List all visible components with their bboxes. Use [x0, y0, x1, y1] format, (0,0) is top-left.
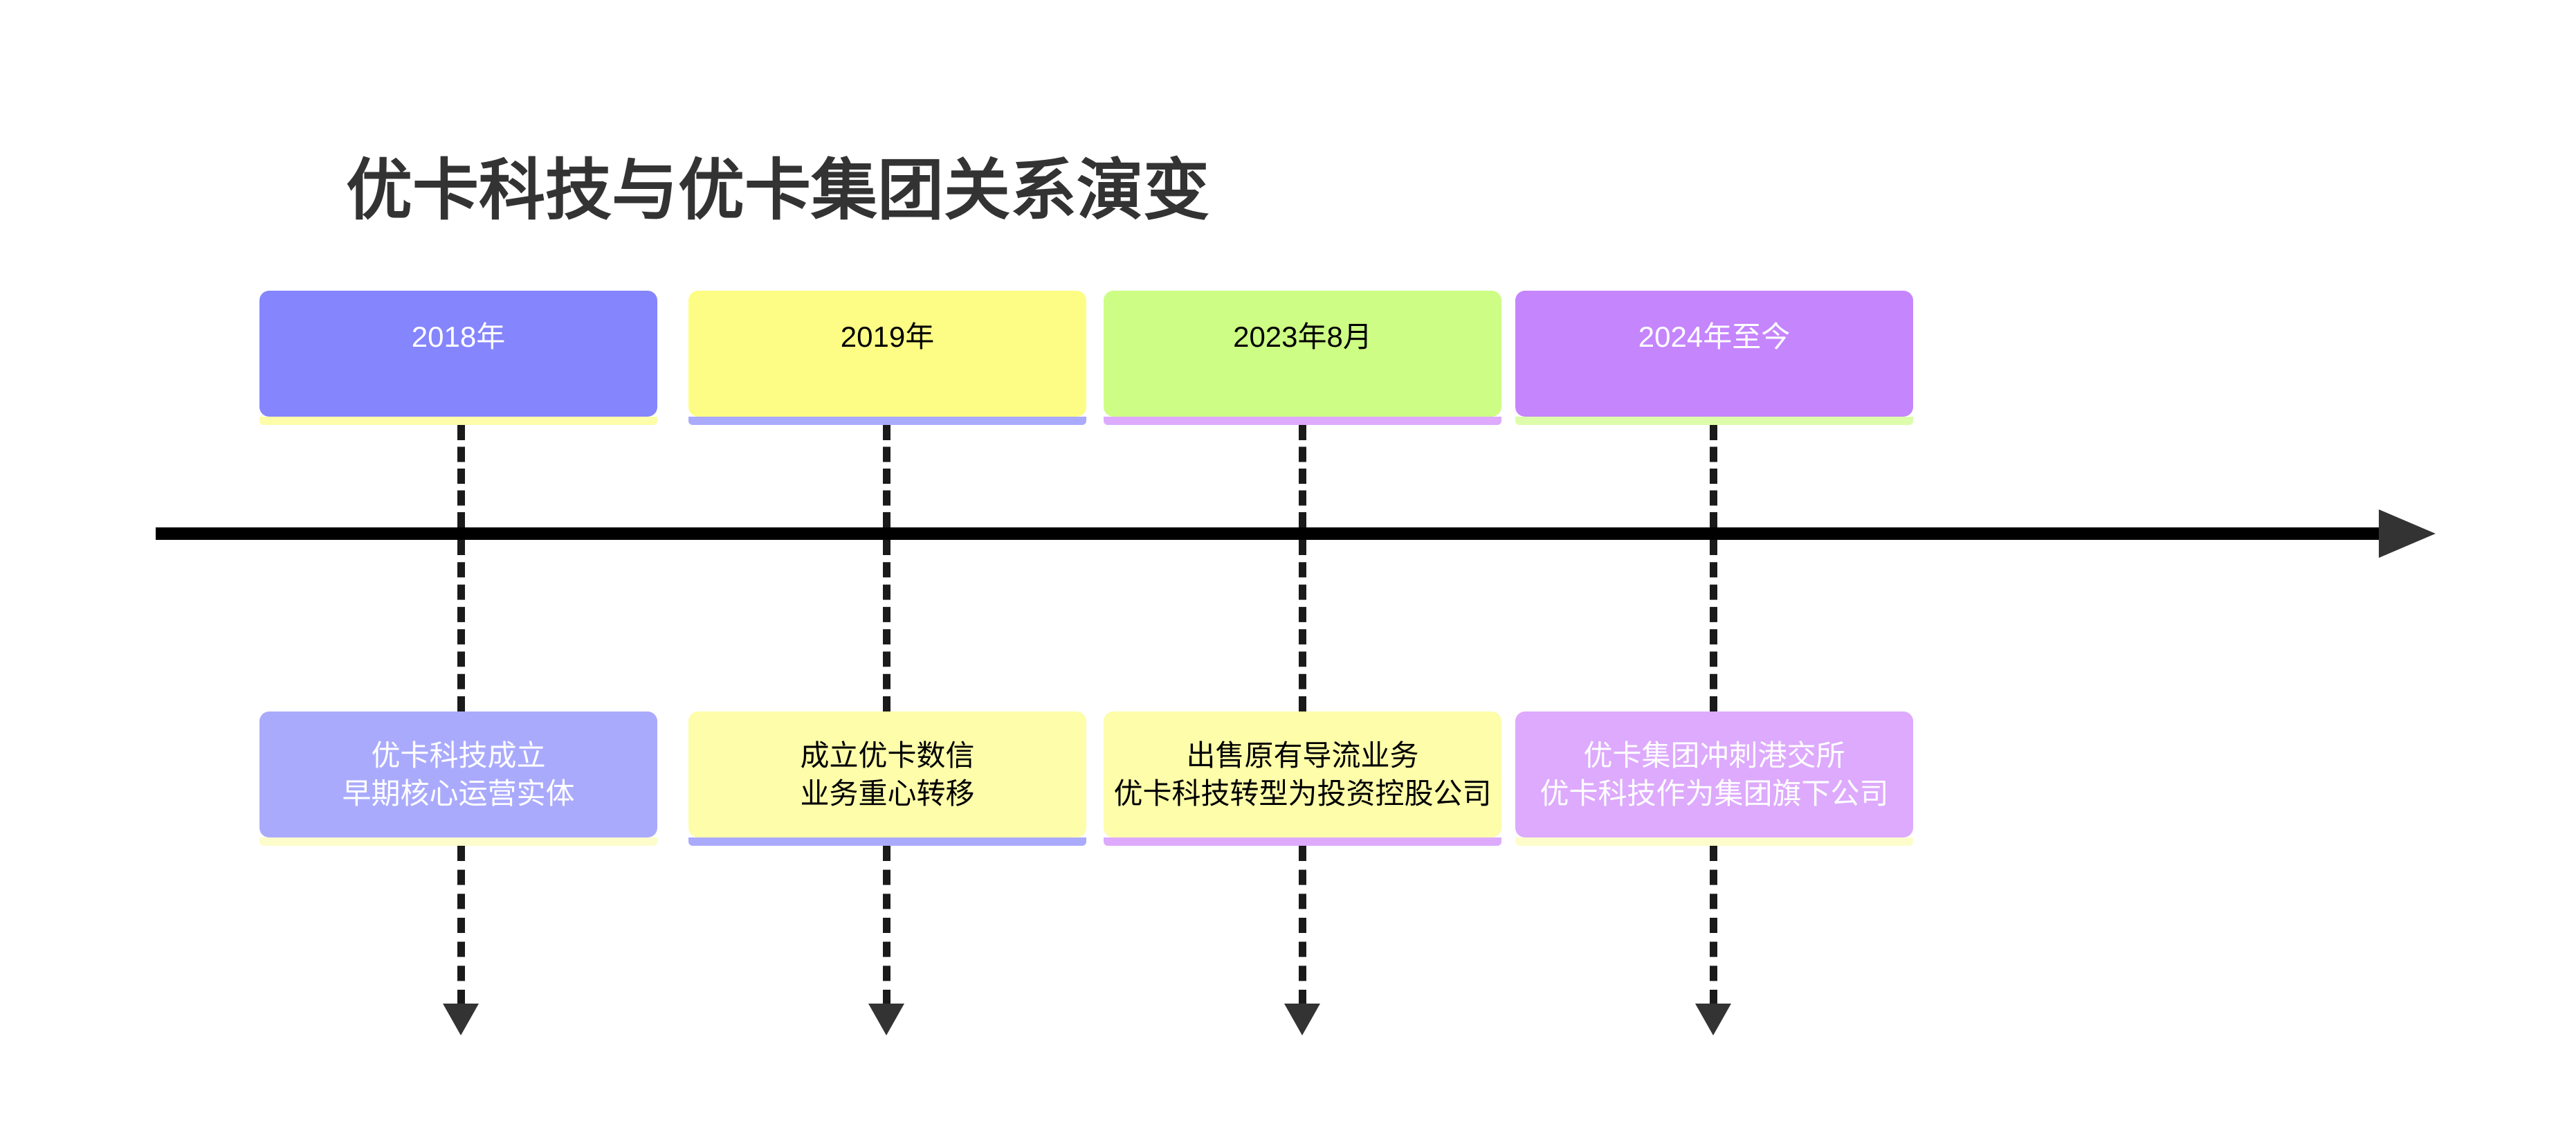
connector-1-arrow-icon	[443, 1004, 479, 1035]
desc-card-3-line-1: 出售原有导流业务	[1186, 738, 1419, 772]
date-card-2-shadow	[688, 417, 1086, 425]
connector-1-top	[457, 425, 465, 527]
connector-4-arrow-icon	[1695, 1004, 1731, 1035]
date-card-4[interactable]: 2024年至今	[1515, 291, 1913, 417]
desc-card-2-shadow	[688, 837, 1086, 846]
desc-card-1-line-2: 早期核心运营实体	[342, 777, 575, 810]
date-card-3[interactable]: 2023年8月	[1104, 291, 1501, 417]
desc-card-4[interactable]: 优卡集团冲刺港交所 优卡科技作为集团旗下公司	[1515, 712, 1913, 837]
desc-card-1-label: 优卡科技成立 早期核心运营实体	[342, 736, 574, 813]
desc-card-1-shadow	[259, 837, 657, 846]
connector-2-bottom	[883, 846, 890, 1005]
connector-2-mid	[883, 540, 890, 712]
desc-card-1[interactable]: 优卡科技成立 早期核心运营实体	[259, 712, 657, 837]
desc-card-3-shadow	[1104, 837, 1501, 846]
date-card-3-label: 2023年8月	[1233, 320, 1372, 353]
desc-card-3-line-2: 优卡科技转型为投资控股公司	[1113, 777, 1492, 810]
timeline-axis	[156, 527, 2408, 540]
desc-card-2-label: 成立优卡数信 业务重心转移	[800, 736, 974, 813]
date-card-4-shadow	[1515, 417, 1913, 425]
connector-3-mid	[1299, 540, 1306, 712]
date-card-4-label: 2024年至今	[1638, 320, 1791, 353]
connector-3-bottom	[1299, 846, 1306, 1005]
connector-3-top	[1299, 425, 1306, 527]
timeline-arrow-icon	[2379, 509, 2436, 558]
connector-4-bottom	[1710, 846, 1717, 1005]
connector-3-arrow-icon	[1284, 1004, 1320, 1035]
connector-1-mid	[457, 540, 465, 712]
desc-card-2[interactable]: 成立优卡数信 业务重心转移	[688, 712, 1086, 837]
connector-2-arrow-icon	[868, 1004, 904, 1035]
desc-card-4-label: 优卡集团冲刺港交所 优卡科技作为集团旗下公司	[1540, 736, 1888, 813]
desc-card-4-line-1: 优卡集团冲刺港交所	[1583, 738, 1845, 772]
page-title: 优卡科技与优卡集团关系演变	[346, 154, 1209, 228]
date-card-3-shadow	[1104, 417, 1501, 425]
date-card-1-label: 2018年	[411, 320, 506, 353]
desc-card-4-shadow	[1515, 837, 1913, 846]
desc-card-3-label: 出售原有导流业务 优卡科技转型为投资控股公司	[1113, 736, 1491, 813]
connector-2-top	[883, 425, 890, 527]
desc-card-3[interactable]: 出售原有导流业务 优卡科技转型为投资控股公司	[1104, 712, 1501, 837]
date-card-1-shadow	[259, 417, 657, 425]
date-card-2[interactable]: 2019年	[688, 291, 1086, 417]
desc-card-1-line-1: 优卡科技成立	[371, 738, 546, 772]
connector-4-mid	[1710, 540, 1717, 712]
desc-card-4-line-2: 优卡科技作为集团旗下公司	[1540, 777, 1889, 810]
date-card-2-label: 2019年	[840, 320, 935, 353]
date-card-1[interactable]: 2018年	[259, 291, 657, 417]
desc-card-2-line-2: 业务重心转移	[800, 777, 975, 810]
connector-1-bottom	[457, 846, 465, 1005]
desc-card-2-line-1: 成立优卡数信	[800, 738, 975, 772]
connector-4-top	[1710, 425, 1717, 527]
